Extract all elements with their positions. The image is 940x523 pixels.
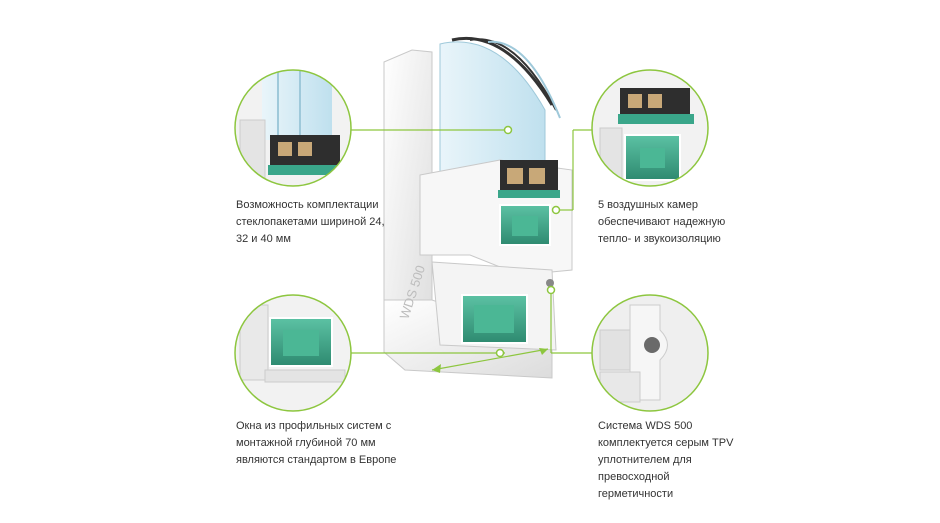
callout-lines — [351, 129, 593, 371]
caption-glazing: Возможность комплектации стеклопакетами … — [236, 197, 385, 248]
caption-line: уплотнителем для — [598, 454, 692, 466]
caption-line: 5 воздушных камер — [598, 199, 698, 211]
caption-line: стеклопакетами шириной 24, — [236, 216, 385, 228]
caption-line: превосходной — [598, 471, 670, 483]
caption-line: комплектуется серым TPV — [598, 437, 734, 449]
callout-dots — [432, 125, 561, 373]
caption-gasket: Система WDS 500 комплектуется серым TPV … — [598, 418, 733, 503]
caption-line: Возможность комплектации — [236, 199, 379, 211]
caption-line: тепло- и звукоизоляцию — [598, 233, 721, 245]
caption-line: 32 и 40 мм — [236, 233, 291, 245]
caption-line: Окна из профильных систем с — [236, 420, 392, 432]
caption-line: герметичности — [598, 488, 674, 500]
caption-chambers: 5 воздушных камер обеспечивают надежную … — [598, 197, 725, 248]
caption-line: являются стандартом в Европе — [236, 454, 397, 466]
detail-profile-depth — [234, 294, 352, 412]
caption-line: монтажной глубиной 70 мм — [236, 437, 376, 449]
detail-air-chambers — [591, 69, 709, 187]
caption-line: обеспечивают надежную — [598, 216, 726, 228]
caption-line: Система WDS 500 — [598, 420, 693, 432]
detail-glazing-unit — [234, 69, 352, 187]
caption-profile-depth: Окна из профильных систем с монтажной гл… — [236, 418, 396, 469]
detail-tpv-gasket — [591, 294, 709, 412]
window-corner-profile — [383, 36, 573, 379]
